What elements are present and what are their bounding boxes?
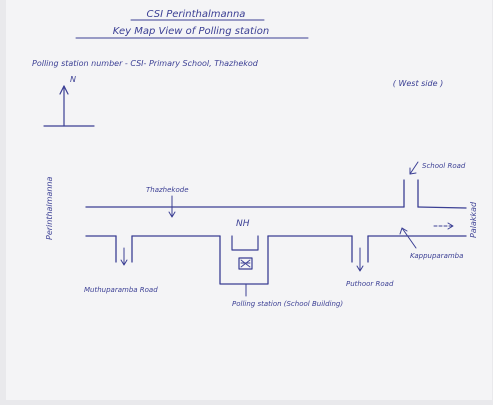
perinthalmanna-label: Perinthalmanna — [45, 177, 54, 240]
north-label: N — [70, 75, 76, 84]
school-road-label: School Road — [422, 162, 466, 170]
kappuparamba-label: Kappuparamba — [410, 252, 463, 260]
key-map-drawing: CSI Perinthalmanna Key Map View of Polli… — [32, 9, 478, 308]
school-road-branch — [403, 179, 419, 208]
title-line-2: Key Map View of Polling station — [113, 26, 269, 37]
school-road-arrow-icon — [409, 161, 419, 175]
muthuparamba-road-branch — [115, 235, 133, 266]
muthuparamba-road-label: Muthuparamba Road — [84, 286, 158, 294]
thazhekode-label: Thazhekode — [146, 186, 189, 194]
kappuparamba-arrow-icon — [399, 227, 417, 249]
puthoor-road-branch — [351, 235, 369, 272]
highway-road — [85, 206, 467, 237]
thazhekode-arrow-icon — [168, 195, 176, 218]
east-direction-arrow-icon — [433, 222, 454, 230]
puthoor-road-label: Puthoor Road — [346, 280, 394, 288]
north-arrow-icon — [43, 85, 95, 127]
polling-station-compound — [219, 235, 269, 285]
highway-label: NH — [236, 219, 250, 229]
subtitle-line: Polling station number - CSI- Primary Sc… — [32, 59, 259, 68]
palakkad-label: Palakkad — [469, 201, 478, 238]
polling-station-label: Polling station (School Building) — [232, 300, 343, 308]
title-line-1: CSI Perinthalmanna — [147, 9, 246, 20]
polling-station-building-icon — [238, 257, 253, 270]
map-sheet: CSI Perinthalmanna Key Map View of Polli… — [6, 0, 492, 400]
subtitle-side: ( West side ) — [393, 79, 443, 88]
